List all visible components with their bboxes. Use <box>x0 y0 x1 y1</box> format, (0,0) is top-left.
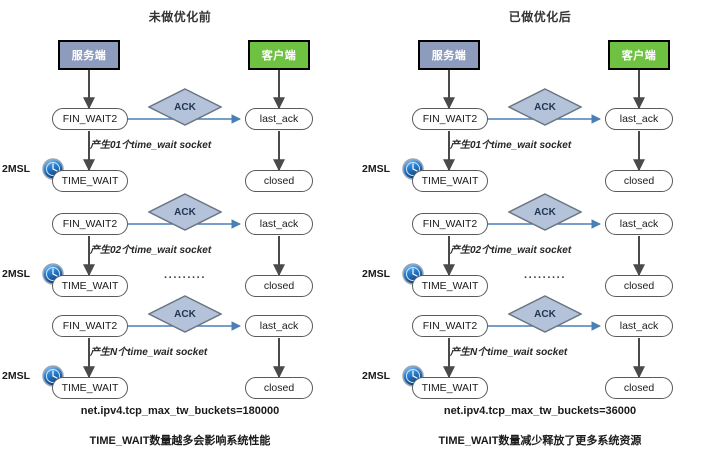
state-time-wait: TIME_WAIT <box>412 377 488 399</box>
ack-label: ACK <box>174 206 196 218</box>
state-closed: closed <box>605 275 673 297</box>
panel-before-optimization: 未做优化前 <box>2 10 313 447</box>
ack-diamond: ACK <box>508 295 582 333</box>
state-last-ack: last_ack <box>245 108 313 130</box>
ack-diamond: ACK <box>148 295 222 333</box>
state-closed: closed <box>245 170 313 192</box>
state-last-ack: last_ack <box>245 315 313 337</box>
state-fin-wait2: FIN_WAIT2 <box>412 108 488 130</box>
ack-label: ACK <box>174 101 196 113</box>
hop-note: 产生01个time_wait socket <box>450 140 572 151</box>
ack-label: ACK <box>534 308 556 320</box>
state-closed: closed <box>605 377 673 399</box>
state-closed: closed <box>245 377 313 399</box>
state-last-ack: last_ack <box>245 213 313 235</box>
hop-note: 产生02个time_wait socket <box>450 245 572 256</box>
msl-label: 2MSL <box>2 370 31 382</box>
ack-diamond: ACK <box>148 88 222 126</box>
panel-title: 未做优化前 <box>148 10 212 24</box>
panel-summary: TIME_WAIT数量越多会影响系统性能 <box>89 435 271 447</box>
state-fin-wait2: FIN_WAIT2 <box>412 213 488 235</box>
msl-label: 2MSL <box>362 163 391 175</box>
panel-summary: TIME_WAIT数量减少释放了更多系统资源 <box>438 435 642 447</box>
endpoint-server: 服务端 <box>418 40 480 70</box>
ellipsis-separator: ········· <box>524 272 566 284</box>
panel-title: 已做优化后 <box>508 10 572 24</box>
ellipsis-separator: ········· <box>164 272 206 284</box>
state-last-ack: last_ack <box>605 108 673 130</box>
endpoint-client: 客户端 <box>608 40 670 70</box>
ack-diamond: ACK <box>148 193 222 231</box>
state-fin-wait2: FIN_WAIT2 <box>52 315 128 337</box>
hop-note: 产生N个time_wait socket <box>450 347 568 358</box>
hop-note: 产生01个time_wait socket <box>90 140 212 151</box>
panel-after-optimization: 已做优化后 <box>360 0 720 452</box>
state-last-ack: last_ack <box>605 315 673 337</box>
state-time-wait: TIME_WAIT <box>52 170 128 192</box>
ack-label: ACK <box>534 206 556 218</box>
endpoint-server: 服务端 <box>58 40 120 70</box>
ack-label: ACK <box>174 308 196 320</box>
state-closed: closed <box>245 275 313 297</box>
msl-label: 2MSL <box>2 268 31 280</box>
state-time-wait: TIME_WAIT <box>52 275 128 297</box>
state-last-ack: last_ack <box>605 213 673 235</box>
state-closed: closed <box>605 170 673 192</box>
msl-label: 2MSL <box>362 268 391 280</box>
state-fin-wait2: FIN_WAIT2 <box>52 213 128 235</box>
state-time-wait: TIME_WAIT <box>52 377 128 399</box>
endpoint-client: 客户端 <box>248 40 310 70</box>
ack-label: ACK <box>534 101 556 113</box>
sysctl-setting: net.ipv4.tcp_max_tw_buckets=36000 <box>443 405 637 417</box>
state-time-wait: TIME_WAIT <box>412 275 488 297</box>
state-fin-wait2: FIN_WAIT2 <box>52 108 128 130</box>
state-time-wait: TIME_WAIT <box>412 170 488 192</box>
msl-label: 2MSL <box>362 370 391 382</box>
hop-note: 产生02个time_wait socket <box>90 245 212 256</box>
ack-diamond: ACK <box>508 88 582 126</box>
sysctl-setting: net.ipv4.tcp_max_tw_buckets=180000 <box>80 405 280 417</box>
ack-diamond: ACK <box>508 193 582 231</box>
state-fin-wait2: FIN_WAIT2 <box>412 315 488 337</box>
hop-note: 产生N个time_wait socket <box>90 347 208 358</box>
msl-label: 2MSL <box>2 163 31 175</box>
